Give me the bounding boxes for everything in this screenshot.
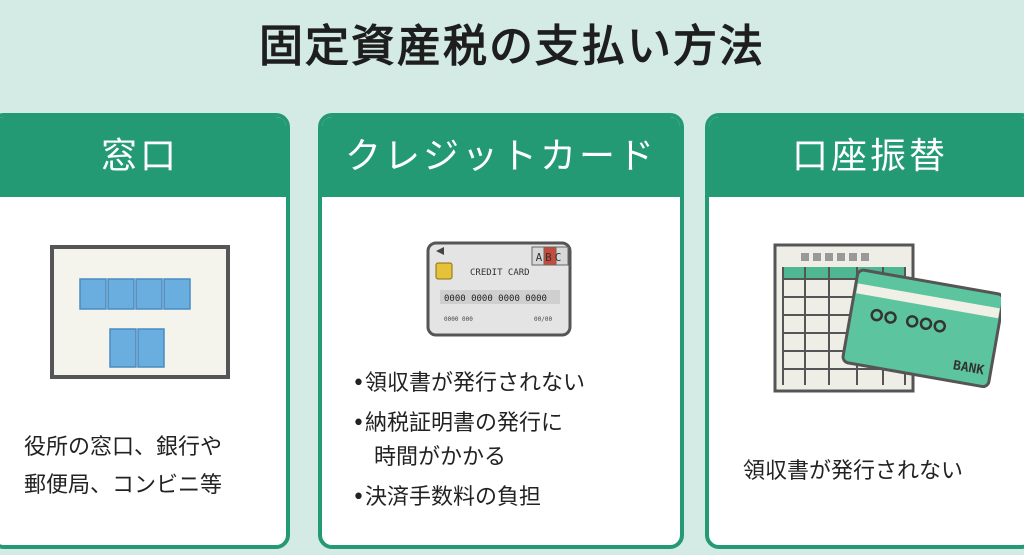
bank-line-1: 領収書が発行されない xyxy=(743,459,964,484)
card-small: 0000 000 xyxy=(444,316,473,323)
payment-card-bank: 口座振替 BANK 領収書が発行されない xyxy=(705,113,1024,549)
payment-card-counter: 窓口 役所の窓口、銀行や 郵便局、コンビニ等 xyxy=(0,113,290,549)
card-heading-counter: 窓口 xyxy=(0,117,286,197)
payment-card-credit: クレジットカード ABC CREDIT CARD 0000 0000 0000 … xyxy=(318,113,684,549)
credit-bullet-2-cont: 時間がかかる xyxy=(374,445,507,470)
card-heading-bank: 口座振替 xyxy=(709,117,1024,197)
counter-line-1: 役所の窓口、銀行や xyxy=(24,435,223,460)
card-number: 0000 0000 0000 0000 xyxy=(444,294,547,304)
passbook-label: BANK xyxy=(952,358,986,378)
card-expiry: 00/00 xyxy=(534,316,552,323)
card-logo: ABC xyxy=(536,251,565,264)
bank-passbook-icon: BANK xyxy=(773,243,1001,393)
card-label: CREDIT CARD xyxy=(470,268,530,278)
credit-bullet-1: •領収書が発行されない xyxy=(352,371,585,396)
building-icon xyxy=(50,245,230,379)
credit-bullet-3: •決済手数料の負担 xyxy=(352,485,541,510)
page-title: 固定資産税の支払い方法 xyxy=(259,21,765,72)
credit-card-icon: ABC CREDIT CARD 0000 0000 0000 0000 0000… xyxy=(426,241,572,337)
credit-bullet-2: •納税証明書の発行に xyxy=(352,411,563,436)
card-heading-credit: クレジットカード xyxy=(322,117,680,197)
counter-line-2: 郵便局、コンビニ等 xyxy=(24,473,223,498)
